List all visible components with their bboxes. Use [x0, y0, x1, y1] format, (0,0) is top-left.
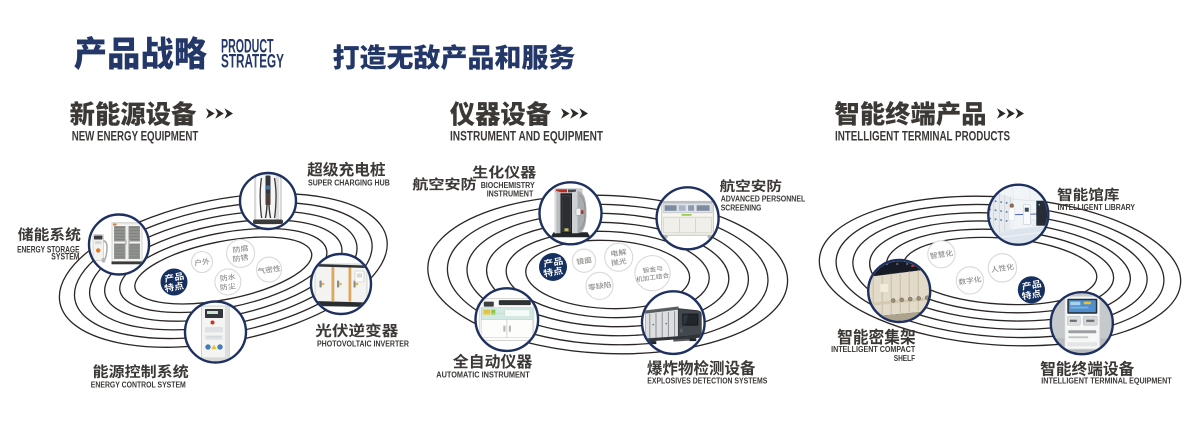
svg-text:NEW ENERGY EQUIPMENT: NEW ENERGY EQUIPMENT	[72, 129, 199, 144]
svg-text:SUPER CHARGING HUB: SUPER CHARGING HUB	[308, 178, 390, 188]
svg-text:INTELLIGENT TERMINAL PRODUCTS: INTELLIGENT TERMINAL PRODUCTS	[835, 129, 1010, 144]
svg-text:AUTOMATIC INSTRUMENT: AUTOMATIC INSTRUMENT	[436, 370, 530, 380]
svg-text:PHOTOVOLTAIC INVERTER: PHOTOVOLTAIC INVERTER	[317, 339, 410, 349]
svg-text:INTELLIGENT TERMINAL EQUIPMENT: INTELLIGENT TERMINAL EQUIPMENT	[1041, 375, 1172, 385]
svg-text:EXPLOSIVES DETECTION SYSTEMS: EXPLOSIVES DETECTION SYSTEMS	[647, 375, 767, 385]
svg-text:INSTRUMENT: INSTRUMENT	[487, 189, 534, 199]
svg-text:INSTRUMENT AND EQUIPMENT: INSTRUMENT AND EQUIPMENT	[450, 129, 604, 144]
svg-text:SHELF: SHELF	[894, 353, 916, 363]
svg-text:SCREENING: SCREENING	[721, 203, 762, 213]
svg-text:ADVANCED PERSONNEL: ADVANCED PERSONNEL	[721, 194, 806, 204]
svg-text:INTELLIGENT LIBRARY: INTELLIGENT LIBRARY	[1058, 202, 1136, 212]
svg-text:ENERGY STORAGE: ENERGY STORAGE	[17, 244, 79, 254]
svg-text:SYSTEM: SYSTEM	[51, 251, 79, 261]
svg-text:PRODUCT: PRODUCT	[221, 35, 274, 57]
svg-text:STRATEGY: STRATEGY	[221, 51, 284, 73]
svg-text:BIOCHEMISTRY: BIOCHEMISTRY	[481, 180, 535, 190]
svg-text:ENERGY CONTROL SYSTEM: ENERGY CONTROL SYSTEM	[91, 380, 186, 390]
svg-text:INTELLIGENT COMPACT: INTELLIGENT COMPACT	[831, 344, 916, 354]
